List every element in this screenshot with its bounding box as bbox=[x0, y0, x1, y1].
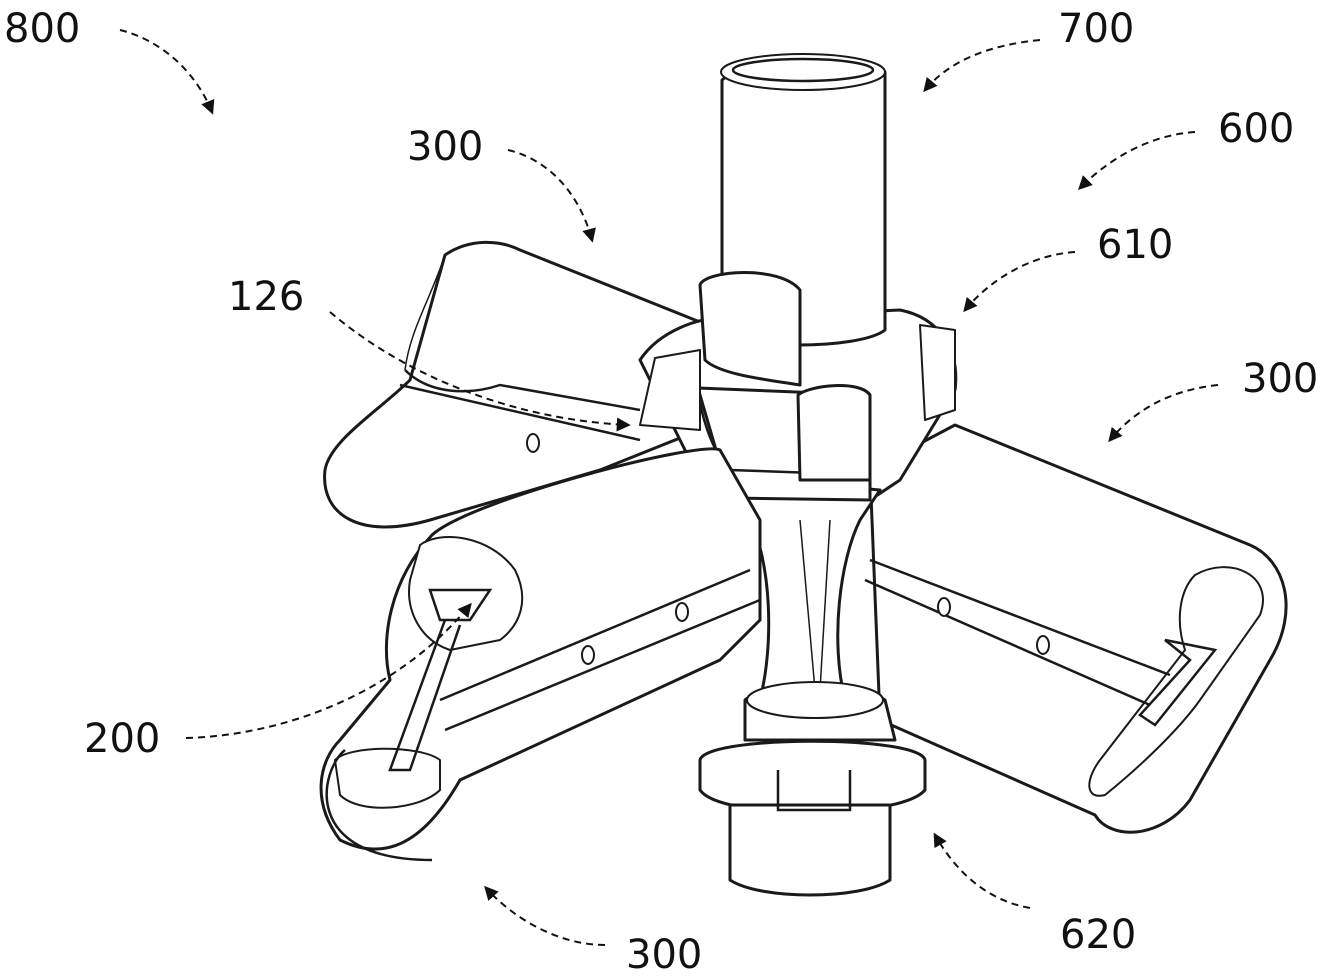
label-800: 800 bbox=[4, 6, 80, 52]
leader-300-bottom bbox=[486, 888, 605, 945]
leader-300-right bbox=[1110, 385, 1218, 440]
leader-700 bbox=[925, 40, 1040, 90]
label-126: 126 bbox=[228, 274, 304, 320]
blade-right bbox=[865, 425, 1286, 832]
label-300-right: 300 bbox=[1242, 356, 1318, 402]
label-300-upper: 300 bbox=[407, 124, 483, 170]
leader-600 bbox=[1080, 132, 1195, 188]
label-300-bottom: 300 bbox=[626, 932, 702, 978]
label-600: 600 bbox=[1218, 106, 1294, 152]
label-620: 620 bbox=[1060, 912, 1136, 958]
label-200: 200 bbox=[84, 716, 160, 762]
leader-610 bbox=[965, 252, 1075, 310]
label-700: 700 bbox=[1058, 6, 1134, 52]
leader-620 bbox=[935, 835, 1030, 908]
leader-800 bbox=[120, 30, 212, 112]
label-610: 610 bbox=[1097, 222, 1173, 268]
leader-300-upper bbox=[508, 150, 592, 240]
assembly-drawing bbox=[321, 54, 1286, 895]
